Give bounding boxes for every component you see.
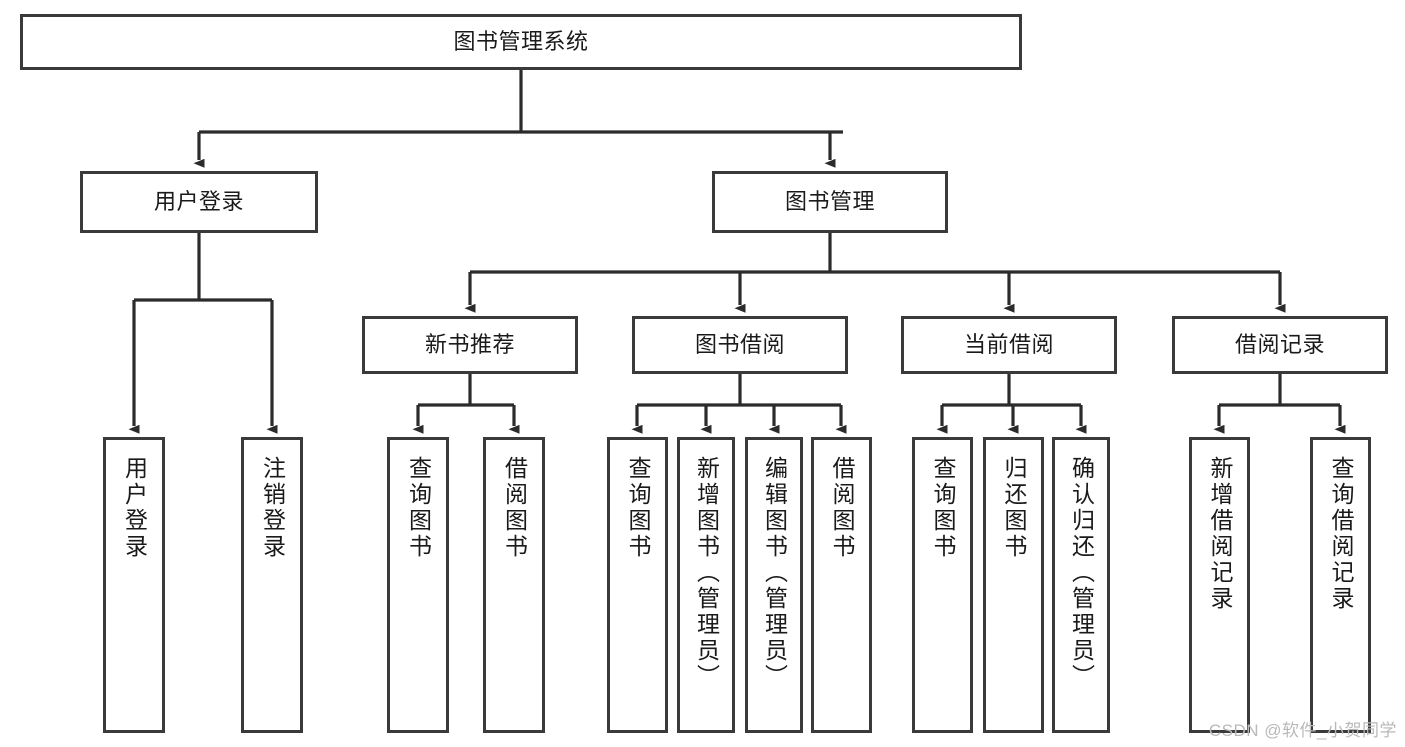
node-leaf-borrow-book-a[interactable]: 借阅图书 (483, 437, 545, 733)
node-book-borrow[interactable]: 图书借阅 (632, 316, 848, 374)
node-leaf-add-borrow-record-label: 新增借阅记录 (1207, 456, 1233, 612)
node-leaf-query-borrow-record-label: 查询借阅记录 (1328, 456, 1354, 612)
node-leaf-query-book-a[interactable]: 查询图书 (387, 437, 449, 733)
node-user-login[interactable]: 用户登录 (80, 171, 318, 233)
node-leaf-logout[interactable]: 注销登录 (241, 437, 303, 733)
node-book-borrow-label: 图书借阅 (694, 332, 785, 358)
node-leaf-add-borrow-record[interactable]: 新增借阅记录 (1189, 437, 1250, 733)
node-leaf-logout-label: 注销登录 (259, 456, 286, 560)
node-new-book-recommend-label: 新书推荐 (424, 332, 515, 358)
node-current-borrow[interactable]: 当前借阅 (901, 316, 1117, 374)
node-root[interactable]: 图书管理系统 (20, 14, 1022, 70)
node-leaf-add-book-label: 新增图书（管理员） (693, 456, 720, 690)
node-leaf-confirm-return-label: 确认归还（管理员） (1068, 456, 1095, 690)
node-root-label: 图书管理系统 (453, 29, 589, 55)
node-leaf-borrow-book-b-label: 借阅图书 (829, 456, 855, 560)
node-leaf-query-book-b[interactable]: 查询图书 (607, 437, 668, 733)
node-leaf-return-book-label: 归还图书 (1001, 456, 1027, 560)
node-user-login-label: 用户登录 (153, 189, 244, 215)
node-current-borrow-label: 当前借阅 (963, 332, 1054, 358)
node-leaf-query-borrow-record[interactable]: 查询借阅记录 (1310, 437, 1371, 733)
node-book-manage[interactable]: 图书管理 (712, 171, 948, 233)
node-leaf-user-login-label: 用户登录 (121, 456, 148, 560)
node-leaf-edit-book[interactable]: 编辑图书（管理员） (745, 437, 803, 733)
node-leaf-user-login[interactable]: 用户登录 (103, 437, 165, 733)
node-leaf-borrow-book-b[interactable]: 借阅图书 (811, 437, 872, 733)
node-leaf-edit-book-label: 编辑图书（管理员） (761, 456, 788, 690)
node-leaf-return-book[interactable]: 归还图书 (983, 437, 1044, 733)
node-leaf-borrow-book-a-label: 借阅图书 (501, 456, 528, 560)
node-book-manage-label: 图书管理 (784, 189, 875, 215)
node-leaf-add-book[interactable]: 新增图书（管理员） (677, 437, 735, 733)
node-leaf-confirm-return[interactable]: 确认归还（管理员） (1052, 437, 1110, 733)
node-borrow-record-label: 借阅记录 (1234, 332, 1325, 358)
node-borrow-record[interactable]: 借阅记录 (1172, 316, 1388, 374)
node-leaf-query-book-c[interactable]: 查询图书 (912, 437, 973, 733)
node-leaf-query-book-b-label: 查询图书 (625, 456, 651, 560)
node-leaf-query-book-a-label: 查询图书 (405, 456, 432, 560)
node-new-book-recommend[interactable]: 新书推荐 (362, 316, 578, 374)
node-leaf-query-book-c-label: 查询图书 (930, 456, 956, 560)
